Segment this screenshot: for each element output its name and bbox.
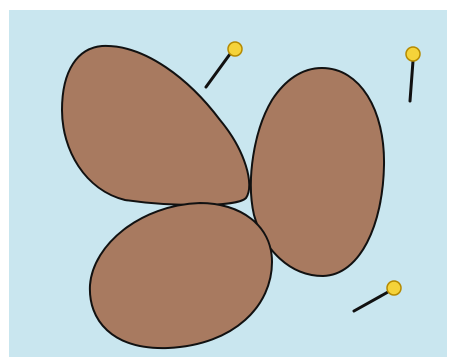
pin-head xyxy=(228,42,242,56)
pin-head xyxy=(387,281,401,295)
pin-head xyxy=(406,47,420,61)
